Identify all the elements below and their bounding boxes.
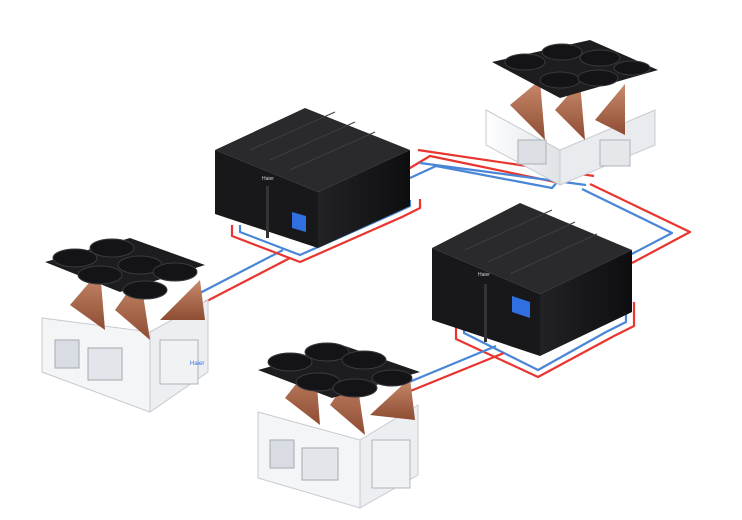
pipe-return — [581, 188, 674, 258]
door-divider — [266, 186, 269, 238]
pump-module — [269, 439, 295, 469]
pipe-supply — [589, 183, 692, 264]
pipe-return — [462, 302, 628, 372]
copper-coil — [595, 84, 625, 135]
display-panel — [512, 296, 530, 318]
copper-coil — [555, 82, 585, 140]
brand-logo: Haier — [262, 176, 274, 182]
cabinet-top — [432, 203, 632, 294]
brand-logo: Haier — [190, 361, 204, 367]
copper-coil — [160, 280, 205, 320]
data-center-module-top: Haier — [215, 108, 410, 248]
piping-module — [87, 347, 123, 381]
pump-module — [517, 139, 547, 165]
piping-module — [301, 447, 339, 481]
copper-coil — [70, 270, 105, 330]
fan-icon — [89, 238, 135, 258]
fan-icon — [541, 43, 583, 61]
pump-module — [54, 339, 80, 369]
copper-coil — [510, 80, 545, 140]
data-center-module-right: Haier — [432, 203, 632, 356]
pipe-supply — [230, 199, 422, 264]
control-box — [159, 339, 199, 385]
pipe-return — [197, 249, 284, 295]
pipe-supply — [407, 351, 505, 394]
fan-icon — [77, 265, 123, 285]
fan-icon — [52, 248, 98, 268]
pipe-return — [401, 344, 497, 387]
fan-icon — [539, 71, 581, 89]
fan-icon — [332, 378, 378, 398]
cabinet-side — [318, 150, 410, 248]
chiller-unit-top-right — [485, 40, 658, 186]
chiller-unit-bottom — [257, 342, 420, 509]
fan-icon — [579, 49, 621, 67]
pipe-supply — [204, 257, 291, 303]
control-box — [371, 439, 411, 489]
fan-icon — [341, 350, 387, 370]
fan-icon — [371, 369, 413, 387]
fan-icon — [613, 60, 651, 76]
fan-icon — [152, 262, 198, 282]
cabinet-top — [215, 108, 410, 192]
fan-icon — [577, 69, 619, 87]
fan-icon — [504, 53, 546, 71]
brand-logo: Haier — [478, 272, 490, 278]
control-box — [599, 139, 631, 167]
fan-icon — [304, 342, 350, 362]
chiller-unit-left: Haier — [41, 238, 209, 413]
door-divider — [484, 284, 487, 342]
fan-icon — [267, 352, 313, 372]
display-panel — [292, 212, 306, 232]
pipe-supply — [454, 302, 636, 379]
fan-icon — [122, 280, 168, 300]
copper-coil — [370, 378, 415, 420]
pipe-network — [197, 148, 692, 394]
cabinet-side — [540, 250, 632, 356]
